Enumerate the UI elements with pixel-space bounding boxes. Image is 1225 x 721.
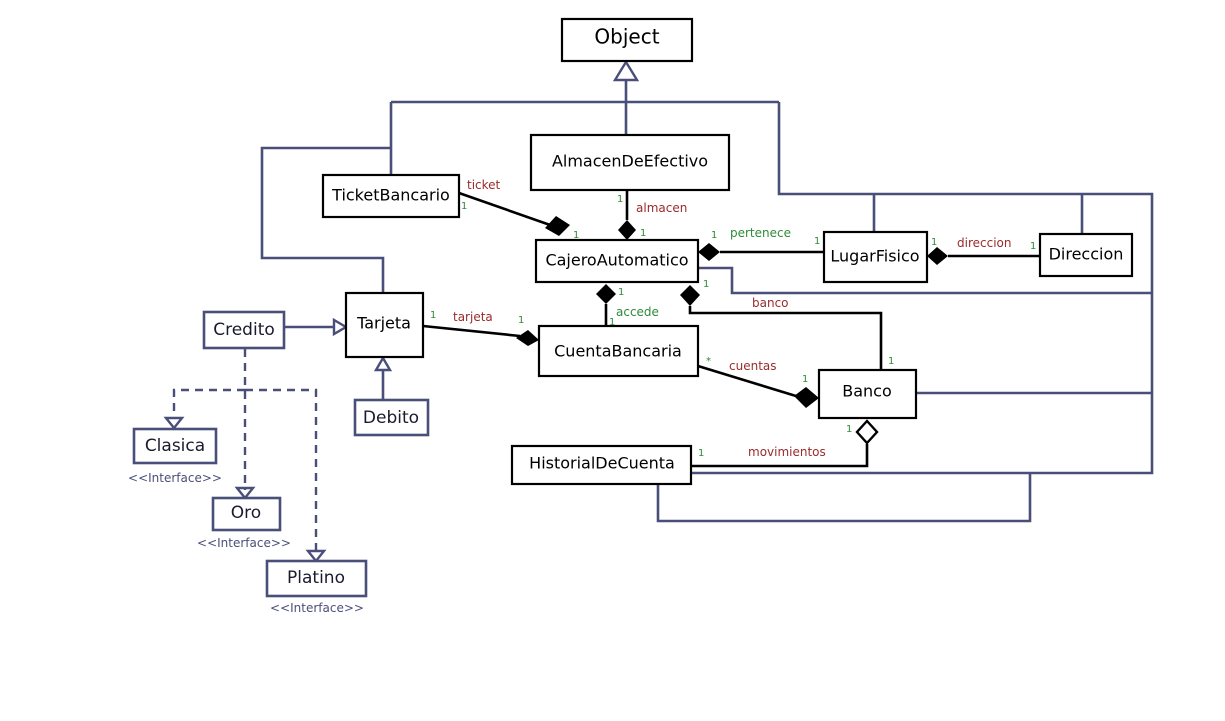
role-direccion: direccion [957, 236, 1011, 250]
class-historial-de-cuenta-label: HistorialDeCuenta [529, 454, 675, 473]
mult-direccion-src: 1 [931, 237, 937, 248]
mult-movimientos-src: 1 [698, 448, 704, 459]
role-tarjeta: tarjeta [453, 310, 493, 324]
tarjeta-diamond [516, 330, 539, 346]
direccion-diamond [927, 247, 948, 265]
realization-lines [163, 349, 327, 563]
oro-arrowhead [234, 486, 256, 500]
class-lugar-fisico-label: LugarFisico [830, 247, 919, 266]
class-historial-de-cuenta[interactable]: HistorialDeCuenta [510, 444, 693, 486]
mult-accede-src: 1 [618, 287, 624, 298]
cuentas-association [697, 364, 797, 398]
movimientos-association [691, 444, 869, 468]
class-clasica-label: Clasica [145, 436, 205, 456]
class-almacen-de-efectivo-label: AlmacenDeEfectivo [552, 152, 708, 171]
class-debito[interactable]: Debito [353, 398, 430, 437]
mult-banco-src: 1 [703, 279, 709, 290]
class-clasica[interactable]: Clasica [132, 427, 218, 465]
class-credito-label: Credito [213, 320, 275, 340]
oro-stereotype: <<Interface>> [197, 536, 291, 550]
class-oro[interactable]: Oro [211, 496, 282, 532]
role-pertenece: pertenece [730, 226, 791, 240]
debito-arrow [373, 355, 393, 372]
role-movimientos: movimientos [748, 445, 826, 459]
role-cuentas: cuentas [729, 359, 777, 373]
class-banco-label: Banco [842, 382, 892, 401]
role-accede: accede [616, 305, 659, 319]
mult-tarjeta-src: 1 [430, 310, 436, 321]
class-cuenta-bancaria[interactable]: CuentaBancaria [537, 324, 700, 378]
class-direccion[interactable]: Direccion [1038, 232, 1134, 278]
class-object-label: Object [594, 25, 659, 49]
pertenece-diamond [698, 243, 720, 261]
object-generalization-arrow [612, 59, 640, 82]
mult-banco-dst: 1 [888, 356, 894, 367]
historial-loop [656, 473, 1032, 523]
mult-pertenece-dst: 1 [814, 236, 820, 247]
tarjeta-association [422, 324, 521, 338]
right-branch [656, 102, 1154, 475]
movimientos-diamond [855, 419, 879, 445]
clasica-stereotype: <<Interface>> [128, 471, 222, 485]
class-ticket-bancario-label: TicketBancario [331, 186, 450, 205]
role-banco: banco [752, 296, 789, 310]
mult-almacen-dst: 1 [640, 228, 646, 239]
class-tarjeta-label: Tarjeta [356, 314, 411, 333]
class-banco[interactable]: Banco [817, 368, 918, 420]
class-object[interactable]: Object [560, 17, 694, 63]
class-credito[interactable]: Credito [202, 310, 286, 350]
class-platino-label: Platino [287, 568, 345, 588]
class-direccion-label: Direccion [1049, 245, 1124, 264]
dash-to-clasica [172, 388, 245, 418]
credito-arrow [332, 317, 349, 337]
ticket-association [458, 191, 554, 228]
class-tarjeta[interactable]: Tarjeta [344, 291, 425, 359]
platino-stereotype: <<Interface>> [270, 601, 364, 615]
class-oro-label: Oro [231, 503, 261, 523]
mult-ticket-src: 1 [461, 201, 467, 212]
class-platino[interactable]: Platino [265, 559, 368, 598]
mult-tarjeta-dst: 1 [518, 315, 524, 326]
mult-accede-dst: 1 [609, 317, 615, 328]
platino-arrowhead [305, 549, 327, 563]
association-lines [422, 190, 1040, 468]
accede-diamond [596, 284, 616, 304]
banco-association [688, 306, 883, 370]
class-cajero-automatico[interactable]: CajeroAutomatico [534, 238, 700, 284]
mult-pertenece-src: 1 [711, 230, 717, 241]
inheritance-lines [260, 59, 1154, 523]
cuentas-diamond [794, 387, 819, 408]
role-ticket: ticket [467, 178, 501, 192]
class-cuenta-bancaria-label: CuentaBancaria [554, 342, 682, 361]
cajero-connector [698, 266, 1152, 295]
dash-to-platino [245, 388, 318, 552]
class-ticket-bancario[interactable]: TicketBancario [321, 173, 461, 219]
mult-movimientos-dst: 1 [846, 424, 852, 435]
class-cajero-automatico-label: CajeroAutomatico [545, 251, 688, 270]
class-lugar-fisico[interactable]: LugarFisico [822, 230, 929, 284]
mult-direccion-dst: 1 [1030, 241, 1036, 252]
mult-cuentas-src: * [706, 356, 711, 367]
role-almacen: almacen [636, 201, 687, 215]
class-debito-label: Debito [363, 408, 419, 428]
almacen-diamond [618, 220, 636, 240]
mult-cuentas-dst: 1 [802, 374, 808, 385]
ticket-diamond [545, 216, 570, 236]
banco-diamond [680, 285, 700, 306]
tarjeta-loop [260, 146, 391, 293]
class-almacen-de-efectivo[interactable]: AlmacenDeEfectivo [529, 133, 731, 192]
mult-almacen-src: 1 [617, 194, 623, 205]
clasica-arrowhead [163, 416, 185, 430]
mult-ticket-dst: 1 [573, 230, 579, 241]
